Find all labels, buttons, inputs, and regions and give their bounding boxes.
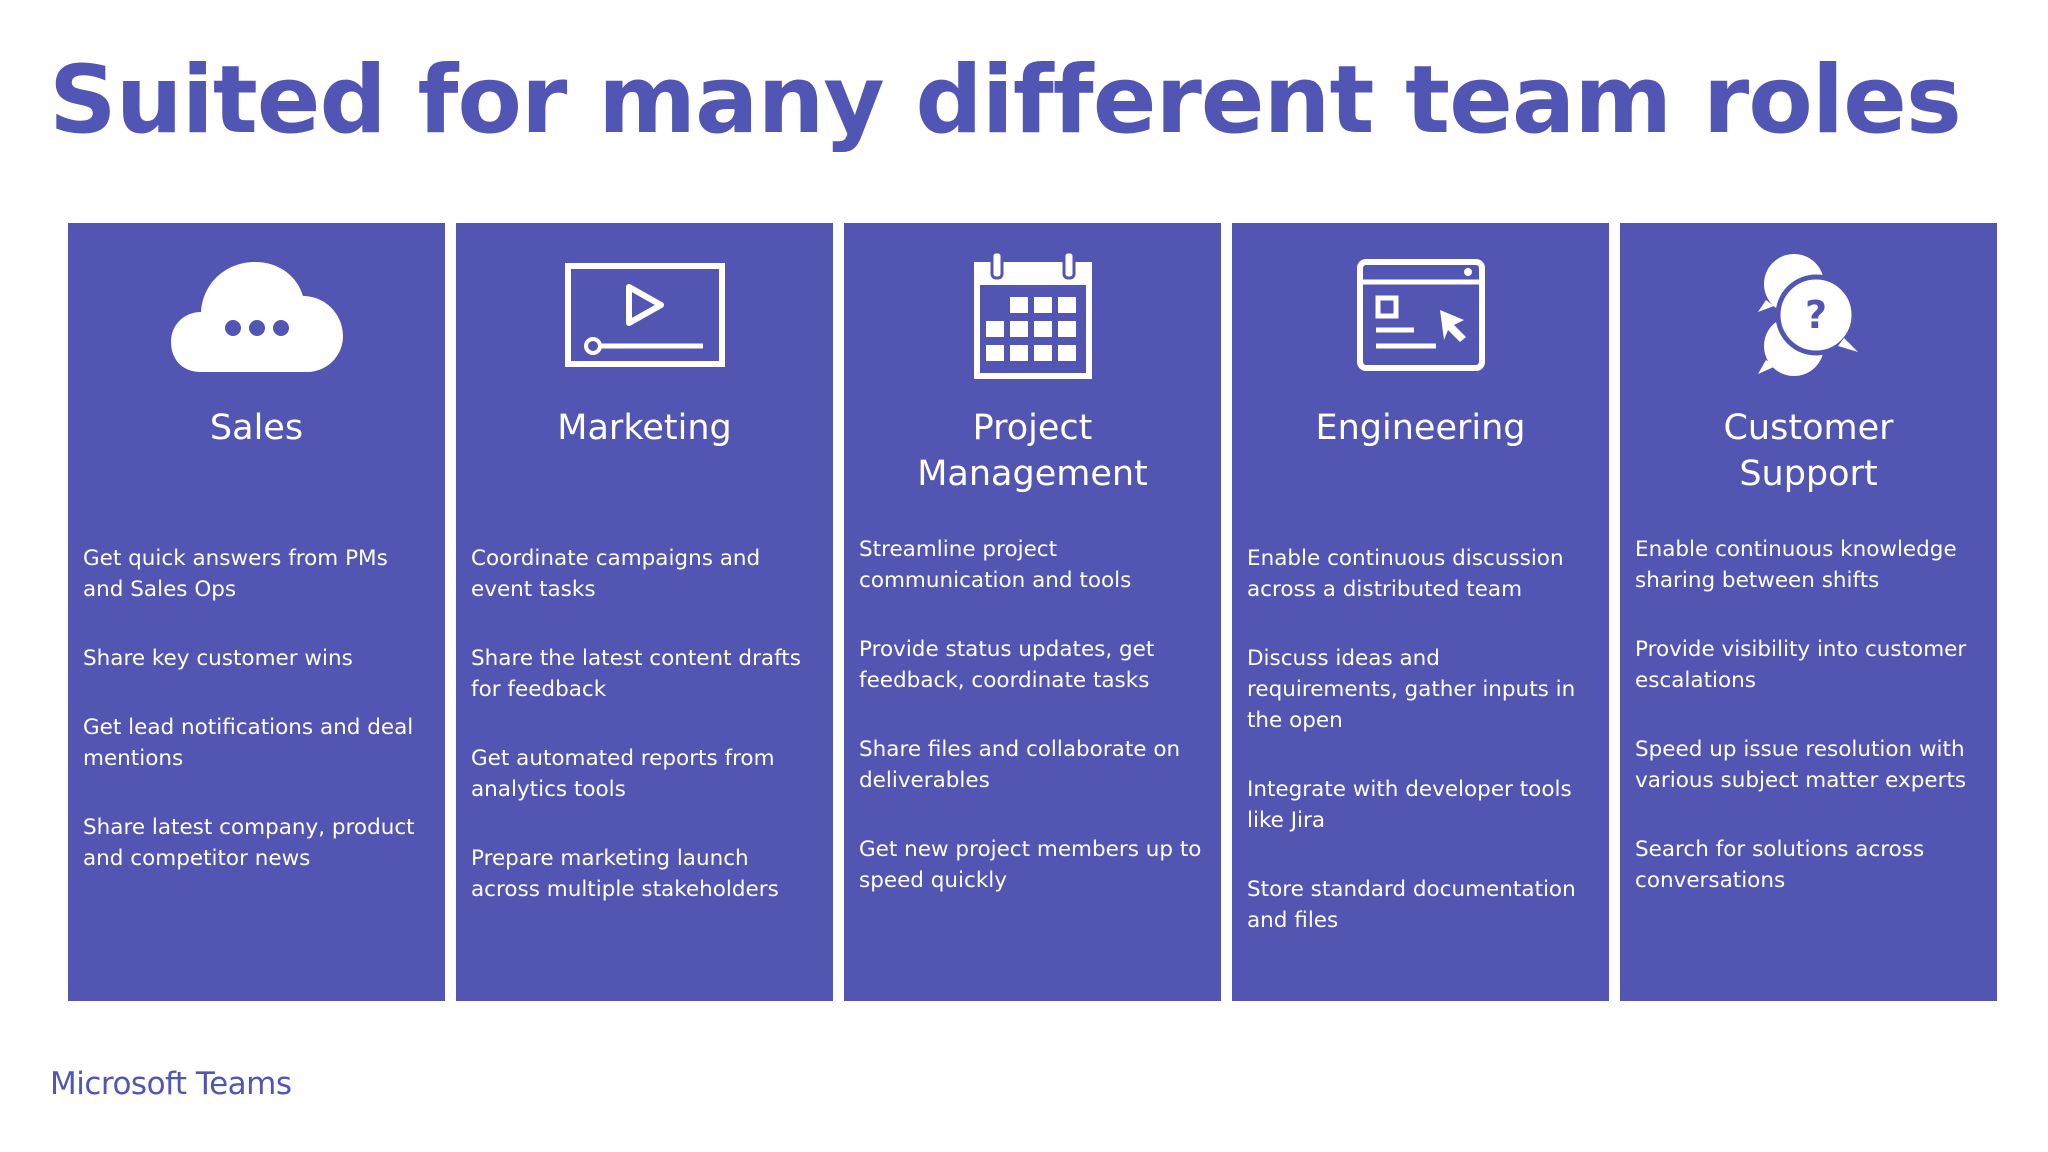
bullet-item: Prepare marketing launch across multiple… [471,846,779,902]
bullet-item: Speed up issue resolution with various s… [1635,737,1967,793]
video-player-icon [456,245,833,385]
card-title-line: Marketing [557,408,732,448]
bullet-item: Get automated reports from analytics too… [471,746,775,802]
bullet-item: Get quick answers from PMs and Sales Ops [83,546,388,602]
role-card-marketing: Marketing Coordinate campaigns and event… [456,223,833,1001]
role-card-engineering: Engineering Enable continuous discussion… [1232,223,1609,1001]
bullet-list: Get quick answers from PMs and Sales Ops… [83,543,433,912]
question-chat-bubbles-icon: ? [1620,245,1997,385]
card-title: Engineering [1232,405,1609,451]
bullet-item: Integrate with developer tools like Jira [1247,777,1572,833]
bullet-item: Store standard documentation and files [1247,877,1576,933]
bullet-item: Streamline project communication and too… [859,537,1132,593]
role-card-project-management: Project Management Streamline project co… [844,223,1221,1001]
bullet-item: Share latest company, product and compet… [83,815,415,871]
bullet-item: Enable continuous discussion across a di… [1247,546,1564,602]
card-title: Marketing [456,405,833,451]
role-cards: Sales Get quick answers from PMs and Sal… [68,223,1997,1001]
slide-title: Suited for many different team roles [49,46,1962,155]
bullet-item: Get new project members up to speed quic… [859,837,1202,893]
calendar-icon [844,245,1221,385]
card-title-line: Management [917,454,1148,494]
role-card-customer-support: ? Customer Support Enable continuous kno… [1620,223,1997,1001]
card-title-line: Support [1739,454,1878,494]
browser-window-cursor-icon [1232,245,1609,385]
bullet-list: Coordinate campaigns and event tasks Sha… [471,543,821,943]
bullet-list: Enable continuous knowledge sharing betw… [1635,534,1985,934]
bullet-item: Coordinate campaigns and event tasks [471,546,761,602]
brand-logo-text: Microsoft Teams [50,1066,292,1102]
bullet-item: Get lead notifications and deal mentions [83,715,414,771]
bullet-item: Share key customer wins [83,646,353,671]
svg-text:?: ? [1804,293,1826,337]
bullet-item: Share files and collaborate on deliverab… [859,737,1181,793]
card-title-line: Project [972,408,1093,448]
card-title: Project Management [844,405,1221,497]
bullet-list: Enable continuous discussion across a di… [1247,543,1597,974]
card-title-line: Engineering [1315,408,1526,448]
bullet-item: Discuss ideas and requirements, gather i… [1247,646,1576,733]
card-title: Customer Support [1620,405,1997,497]
role-card-sales: Sales Get quick answers from PMs and Sal… [68,223,445,1001]
bullet-item: Provide visibility into customer escalat… [1635,637,1967,693]
bullet-list: Streamline project communication and too… [859,534,1209,934]
cloud-chat-icon [68,245,445,385]
bullet-item: Share the latest content drafts for feed… [471,646,801,702]
bullet-item: Enable continuous knowledge sharing betw… [1635,537,1957,593]
bullet-item: Provide status updates, get feedback, co… [859,637,1155,693]
card-title-line: Customer [1723,408,1894,448]
card-title: Sales [68,405,445,451]
card-title-line: Sales [209,408,304,448]
bullet-item: Search for solutions across conversation… [1635,837,1925,893]
